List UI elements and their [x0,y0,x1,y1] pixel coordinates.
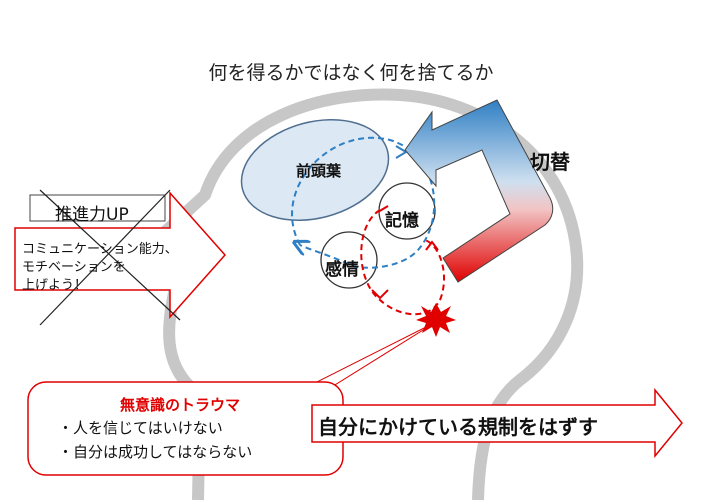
memory-label: 記憶 [385,211,419,231]
blue-loop-arrowhead [395,145,408,159]
trauma-item: ・人を信じてはいけない [58,419,223,437]
red-arrowhead-1 [371,289,389,300]
frontal-lobe-shape [240,118,390,222]
promotion-cross-2 [39,189,171,326]
pointer-lines-2 [329,321,437,389]
promotion-line: コミュニケーション能力、 [22,242,178,257]
trauma-item: ・自分は成功してはならない [58,443,253,461]
emotion-circle [320,231,378,289]
promotion-line: 上げよう！ [22,278,88,293]
switch-arrow [404,99,554,283]
promotion-arrow [14,191,227,319]
remove-arrow [311,387,683,459]
switch-label: 切替 [530,150,570,174]
page-title: 何を得るかではなく何を捨てるか [208,62,494,84]
red-loop-arrow-top [377,205,389,213]
explosion-icon [416,303,456,337]
trauma-title: 無意識のトラウマ [120,396,241,414]
promotion-line: モチベーションを [22,260,126,275]
remove-restriction-text: 自分にかけている規制をはずす [318,415,598,439]
blue-loop-arrow [292,137,436,269]
red-arrowhead-2 [425,240,439,251]
frontal-lobe-label: 前頭葉 [296,162,342,180]
promotion-title: 推進力UP [55,205,129,225]
red-loop-arrow [360,209,445,316]
promotion-title-box [29,194,166,222]
promotion-cross-1 [39,189,181,321]
pointer-lines [285,321,437,389]
emotion-label: 感情 [325,260,359,280]
